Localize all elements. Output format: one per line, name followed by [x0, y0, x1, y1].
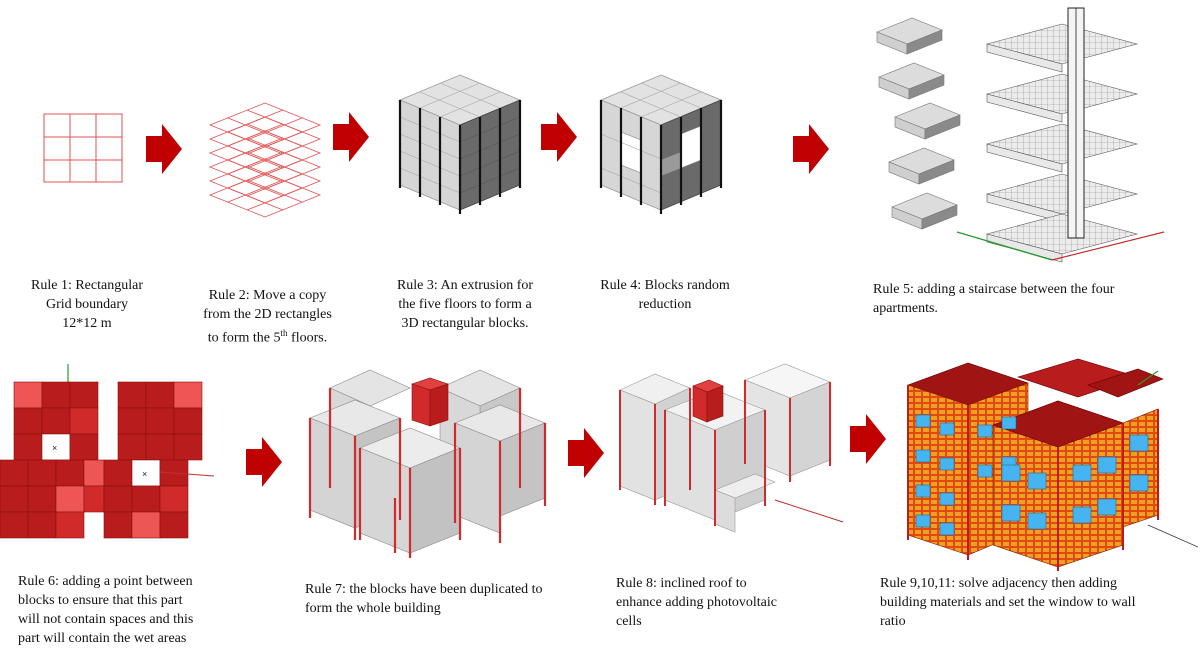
rule7-caption: Rule 7: the blocks have been duplicated …: [305, 582, 543, 616]
rule8-inclined-roof-figure: [605, 350, 845, 540]
rule4-reduced-blocks-figure: [596, 70, 726, 220]
svg-text:×: ×: [142, 469, 147, 479]
arrow-2: [333, 112, 369, 162]
rule6-plan-figure: × ×: [0, 360, 215, 542]
arrow-1: [146, 124, 182, 174]
rule3-cube-figure: [395, 70, 525, 220]
arrow-7: [850, 414, 886, 464]
rule5-caption: Rule 5: adding a staircase between the f…: [873, 282, 1115, 316]
rule7-building-figure: [290, 348, 570, 560]
rule1-grid-figure: [38, 108, 128, 188]
arrow-4: [793, 124, 829, 174]
arrow-3: [541, 112, 577, 162]
rule5-staircase-figure: [872, 4, 1172, 266]
rule9-caption: Rule 9,10,11: solve adjacency then addin…: [880, 576, 1136, 629]
arrow-5: [246, 437, 282, 487]
svg-text:×: ×: [52, 443, 57, 453]
rule2-stacked-grids-figure: [200, 95, 330, 225]
arrow-6: [568, 428, 604, 478]
rule9-materials-figure: [898, 355, 1198, 575]
